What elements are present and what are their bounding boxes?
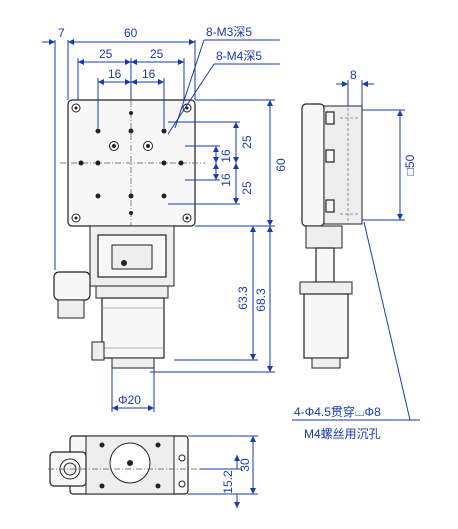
side-coupler (315, 247, 335, 283)
side-motor-end (311, 357, 341, 369)
note-leader (363, 221, 411, 421)
dim-7: 7 (58, 26, 65, 40)
dim-v60: 60 (274, 158, 288, 172)
side-view: 8 □50 4-Φ4.5贯穿⌴Φ8 M4螺丝用沉孔 (292, 68, 420, 441)
dim-v25-bottom: 25 (240, 181, 254, 195)
dim-16-right: 16 (142, 67, 156, 81)
dim-25-left: 25 (99, 47, 113, 61)
dim-square50: □50 (403, 154, 417, 175)
corner-screws (71, 103, 192, 223)
motor-flange (95, 285, 169, 299)
motor-connector (91, 341, 105, 361)
motor-shaft-end (111, 357, 155, 369)
hole-note-line2: M4螺丝用沉孔 (304, 427, 381, 441)
callout-m3: 8-M3深5 (206, 25, 252, 39)
bottom-view: 30 15.2 (48, 435, 258, 508)
side-motor (303, 293, 349, 359)
dim-16-left: 16 (108, 67, 122, 81)
coupling (111, 244, 153, 270)
dim-8: 8 (350, 68, 357, 82)
side-neck (305, 225, 343, 249)
side-carriage (301, 103, 325, 227)
side-flange (299, 281, 353, 295)
dim-v25-top: 25 (240, 135, 254, 149)
height-dimensions: 63.3 68.3 Φ20 (111, 226, 275, 412)
cable-block (53, 271, 91, 301)
dim-25-right: 25 (150, 47, 164, 61)
callout-m4: 8-M4深5 (216, 49, 262, 63)
motor-body (101, 297, 165, 359)
dim-30: 30 (238, 458, 252, 472)
top-dimensions: 7 60 25 25 16 16 (42, 26, 196, 270)
cable-gland (57, 299, 85, 319)
tapped-holes (78, 111, 184, 215)
dim-v16-bottom: 16 (219, 173, 233, 187)
dim-v16-top: 16 (219, 149, 233, 163)
dim-60: 60 (124, 26, 138, 40)
right-dimensions: 25 16 16 25 60 (168, 99, 288, 227)
hole-note-line1: 4-Φ4.5贯穿⌴Φ8 (294, 404, 381, 419)
top-view: 7 60 25 25 16 16 8-M3深5 8-M4深5 (42, 25, 288, 412)
dim-68-3: 68.3 (254, 288, 268, 312)
dim-dia20: Φ20 (118, 393, 141, 407)
dim-63-3: 63.3 (236, 286, 250, 310)
dim-15-2: 15.2 (221, 470, 235, 494)
coupling-screw (121, 260, 127, 266)
